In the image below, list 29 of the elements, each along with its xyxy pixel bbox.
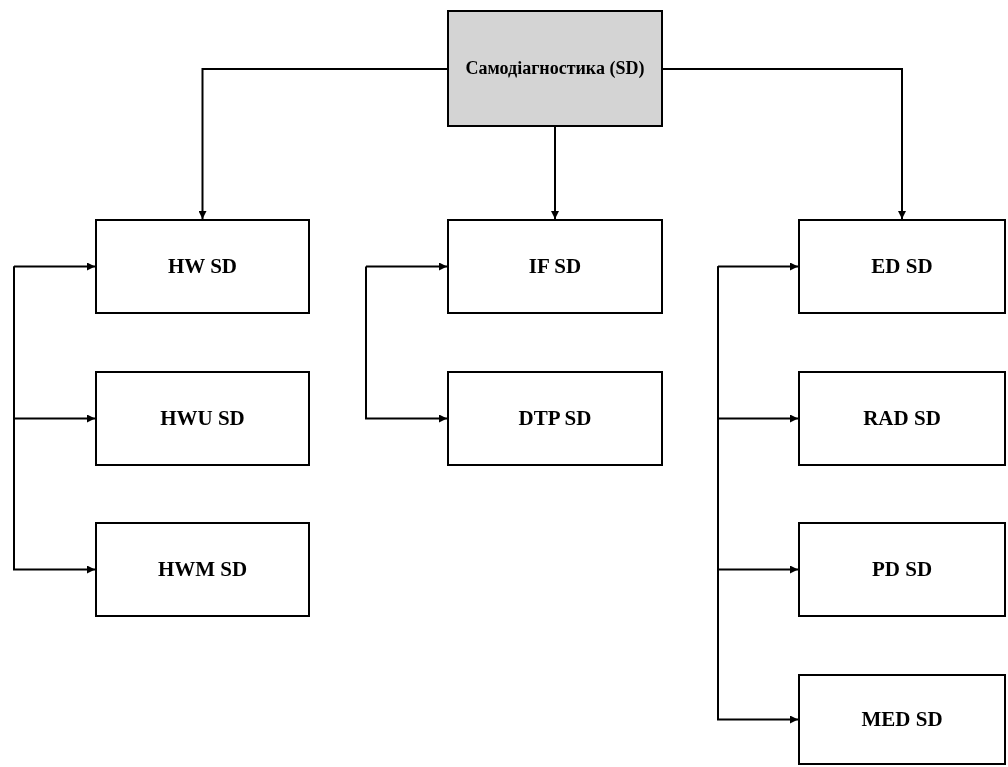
arrow xyxy=(13,262,96,271)
box-label: ED SD xyxy=(871,253,933,280)
arrow xyxy=(717,265,799,724)
process-box xyxy=(447,371,663,466)
arrow xyxy=(198,68,448,220)
box-label: DTP SD xyxy=(518,405,592,432)
box-label: IF SD xyxy=(528,253,582,280)
box-label: PD SD xyxy=(871,556,933,583)
arrow xyxy=(365,265,448,423)
process-box xyxy=(447,10,663,127)
process-box xyxy=(798,674,1006,765)
arrow xyxy=(551,126,559,220)
box-label: RAD SD xyxy=(863,405,941,432)
box-label: HW SD xyxy=(167,253,238,280)
process-box xyxy=(798,522,1006,617)
arrow xyxy=(717,262,799,271)
box-label: Самодіагностика (SD) xyxy=(464,57,646,80)
process-box xyxy=(95,371,310,466)
arrow xyxy=(662,68,906,220)
process-box xyxy=(447,219,663,314)
arrow xyxy=(13,265,96,574)
process-box xyxy=(95,219,310,314)
process-box xyxy=(95,522,310,617)
box-label: HWM SD xyxy=(157,556,248,583)
box-label: MED SD xyxy=(861,706,943,733)
process-box xyxy=(798,219,1006,314)
arrow xyxy=(365,262,448,271)
box-label: HWU SD xyxy=(160,405,245,432)
process-box xyxy=(798,371,1006,466)
